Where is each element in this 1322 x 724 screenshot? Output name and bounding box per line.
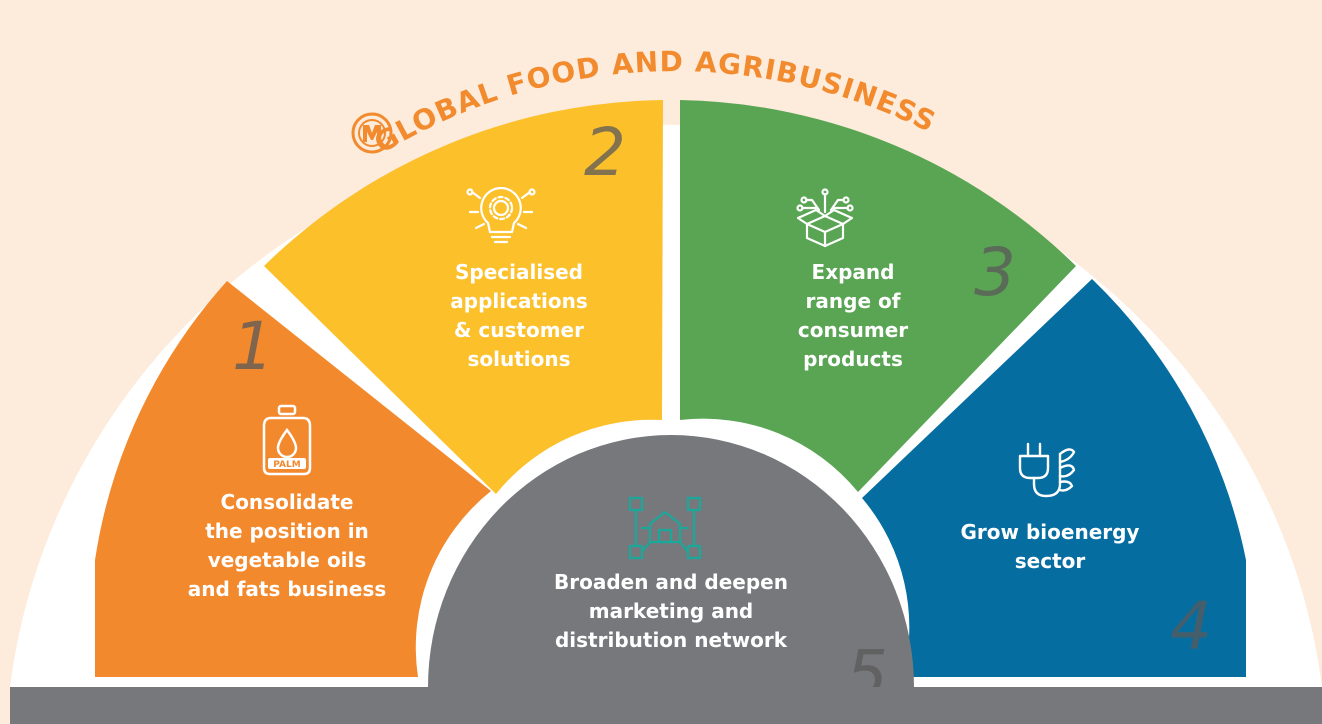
- svg-text:PALM: PALM: [273, 460, 300, 470]
- segment-specialised-number: 2: [584, 114, 626, 191]
- segment-broaden-label: Broaden and deepen marketing and distrib…: [553, 570, 788, 652]
- segment-bioenergy-wedge: [862, 279, 1246, 677]
- bioenergy-plug-icon: [1016, 440, 1078, 506]
- distribution-network-icon: [628, 496, 702, 560]
- segment-consolidate-number: 1: [232, 308, 274, 385]
- brand-logo: [351, 112, 393, 154]
- lightbulb-gear-icon: [466, 180, 536, 250]
- bottom-bar: [10, 687, 1322, 724]
- segment-specialised-label: Specialised applications & customer solu…: [450, 260, 588, 371]
- segment-expand-number: 3: [974, 234, 1016, 311]
- segment-bioenergy-label: Grow bioenergy sector: [960, 520, 1140, 573]
- segment-consolidate-wedge: [95, 281, 491, 677]
- segment-broaden-wedge: [428, 435, 914, 687]
- palm-oil-bottle-icon: PALM: [258, 404, 316, 476]
- segment-consolidate-label: Consolidate the position in vegetable oi…: [187, 490, 387, 601]
- segment-expand-wedge: [680, 100, 1076, 492]
- product-box-icon: [792, 186, 858, 252]
- segment-specialised-wedge: [264, 100, 663, 494]
- segment-bioenergy-number: 4: [1170, 588, 1212, 665]
- segment-expand-label: Expand range of consumer products: [797, 260, 909, 371]
